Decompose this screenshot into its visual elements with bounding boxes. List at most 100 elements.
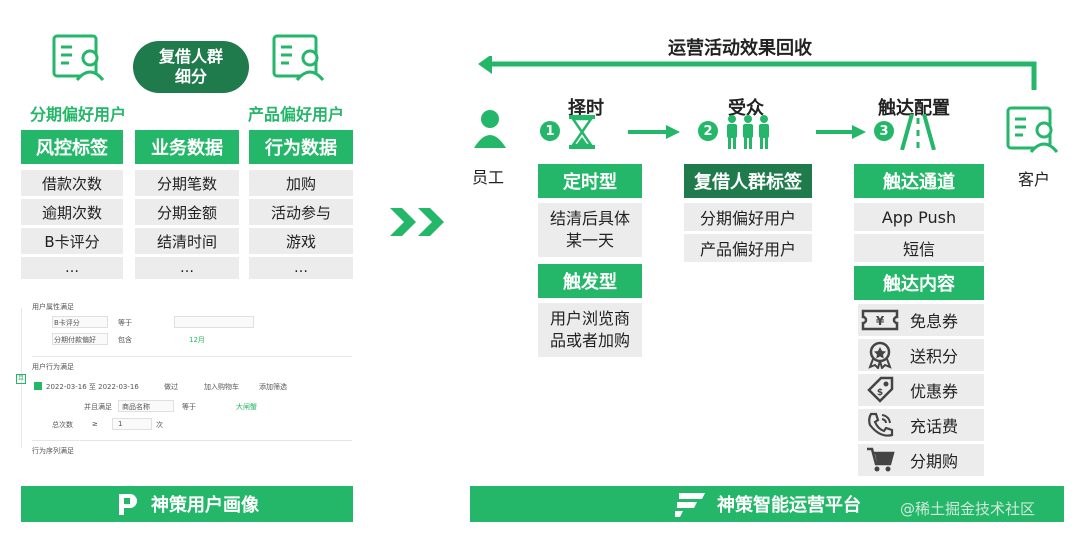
user-label-product: 产品偏好用户 — [248, 105, 345, 124]
timing-fixed-desc: 结清后具体 某一天 — [538, 203, 642, 257]
reach-content-label: 充话费 — [910, 417, 959, 436]
reach-content-label: 送积分 — [910, 347, 959, 366]
step-arrow-1 — [628, 124, 680, 139]
attr-field-1[interactable] — [52, 316, 108, 328]
column-item: 活动参与 — [249, 199, 353, 225]
cond-field[interactable] — [118, 400, 174, 412]
coupon-icon: ¥ — [861, 309, 899, 331]
reach-content-label: 优惠券 — [910, 382, 959, 401]
profile-card-icon-right — [272, 34, 326, 82]
column-header-behavior: 行为数据 — [249, 130, 353, 164]
reach-content-item: ¥ 免息券 — [858, 304, 984, 336]
attr-field-1-label: B卡评分 — [54, 319, 80, 327]
cond-and: 并且满足 — [84, 403, 112, 411]
sensors-p-logo-icon — [119, 494, 137, 515]
reborrow-segment-bubble: 复借人群 细分 — [133, 41, 249, 93]
phone-icon — [868, 412, 894, 437]
cart-icon — [867, 447, 895, 472]
column-item: 逾期次数 — [21, 199, 123, 225]
audience-group-icon — [724, 114, 772, 150]
column-header-business: 业务数据 — [135, 130, 239, 164]
svg-text:¥: ¥ — [876, 314, 885, 328]
count-label: 总次数 — [52, 421, 73, 429]
step-1-number-badge: 1 — [540, 121, 560, 141]
reach-content-item: 送积分 — [858, 339, 984, 371]
hourglass-icon — [568, 114, 596, 150]
attr-field-2-label: 分期付款偏好 — [54, 336, 96, 344]
reach-content-label: 分期购 — [910, 452, 959, 471]
audience-item: 产品偏好用户 — [684, 234, 812, 262]
step-3-title: 触达配置 — [878, 98, 950, 119]
timing-trigger-header: 触发型 — [538, 264, 642, 298]
column-item: … — [135, 257, 239, 279]
count-value: 1 — [118, 420, 123, 428]
count-unit: 次 — [156, 421, 163, 429]
attr-op-1: 等于 — [118, 319, 132, 327]
attr-field-2[interactable] — [52, 333, 108, 345]
column-item: 分期笔数 — [135, 170, 239, 196]
attr-value-2: 12月 — [189, 336, 205, 344]
cond-value: 大闸蟹 — [236, 403, 257, 411]
count-input[interactable] — [112, 418, 152, 430]
date-range: 2022-03-16 至 2022-03-16 — [46, 383, 139, 391]
tag-icon: $ — [867, 376, 894, 403]
watermark-text: @稀土掘金技术社区 — [900, 500, 1036, 518]
cond-field-label: 商品名称 — [122, 403, 150, 411]
attr-op-2: 包含 — [118, 336, 132, 344]
footer-ops-platform-label: 神策智能运营平台 — [717, 495, 861, 516]
column-item: … — [21, 257, 123, 279]
reach-channel-item: App Push — [854, 203, 984, 231]
audience-header: 复借人群标签 — [684, 164, 812, 198]
step-3-number-badge: 3 — [874, 121, 894, 141]
svg-text:$: $ — [877, 388, 883, 398]
panel-divider — [32, 356, 352, 357]
reach-channel-item: 短信 — [854, 234, 984, 262]
branch-tag: 且 — [16, 374, 26, 384]
panel-section-attr: 用户属性满足 — [32, 303, 74, 311]
footer-user-profile-label: 神策用户画像 — [151, 495, 259, 516]
feedback-loop-arrow — [478, 54, 1040, 92]
column-item: … — [249, 257, 353, 279]
road-icon — [898, 113, 938, 151]
segment-filter-panel: 且 用户属性满足 B卡评分 等于 分期付款偏好 包含 12月 用户行为满足 20… — [14, 296, 358, 462]
step-2-number-badge: 2 — [698, 121, 718, 141]
double-chevron-icon — [388, 206, 448, 238]
column-item: 游戏 — [249, 228, 353, 254]
step-2-title: 受众 — [728, 98, 764, 119]
column-item: 借款次数 — [21, 170, 123, 196]
step-arrow-2 — [816, 124, 866, 139]
cond-op: 等于 — [182, 403, 196, 411]
did-select[interactable]: 做过 — [164, 383, 178, 391]
customer-card-icon — [1006, 106, 1060, 154]
column-item: 分期金额 — [135, 199, 239, 225]
branch-line — [21, 308, 22, 448]
footer-ops-platform: 神策智能运营平台 — [470, 486, 1064, 522]
add-filter-button[interactable]: 添加筛选 — [259, 383, 287, 391]
sensors-f-logo-icon — [675, 493, 705, 517]
user-label-installment: 分期偏好用户 — [30, 105, 127, 124]
event-select[interactable]: 加入购物车 — [204, 383, 239, 391]
footer-user-profile: 神策用户画像 — [21, 486, 353, 522]
reach-content-item: $ 优惠券 — [858, 374, 984, 406]
medal-icon — [868, 341, 892, 369]
count-op: ≥ — [92, 420, 98, 428]
reach-content-label: 免息券 — [910, 312, 959, 331]
staff-label: 员工 — [472, 168, 505, 187]
audience-item: 分期偏好用户 — [684, 203, 812, 231]
step-1-title: 择时 — [568, 98, 604, 119]
panel-section-behavior: 用户行为满足 — [32, 363, 74, 371]
reach-content-item: 分期购 — [858, 444, 984, 476]
timing-trigger-desc: 用户浏览商 品或者加购 — [538, 303, 642, 357]
reach-content-item: 充话费 — [858, 409, 984, 441]
column-item: 加购 — [249, 170, 353, 196]
timing-fixed-header: 定时型 — [538, 164, 642, 198]
panel-section-sequence: 行为序列满足 — [32, 447, 74, 455]
reach-content-header: 触达内容 — [854, 266, 984, 300]
panel-divider — [32, 440, 352, 441]
attr-value-1[interactable] — [174, 316, 254, 328]
reach-channel-header: 触达通道 — [854, 164, 984, 198]
event-tag — [34, 382, 42, 390]
customer-label: 客户 — [1018, 170, 1051, 189]
column-item: 结清时间 — [135, 228, 239, 254]
profile-card-icon-left — [52, 34, 106, 82]
